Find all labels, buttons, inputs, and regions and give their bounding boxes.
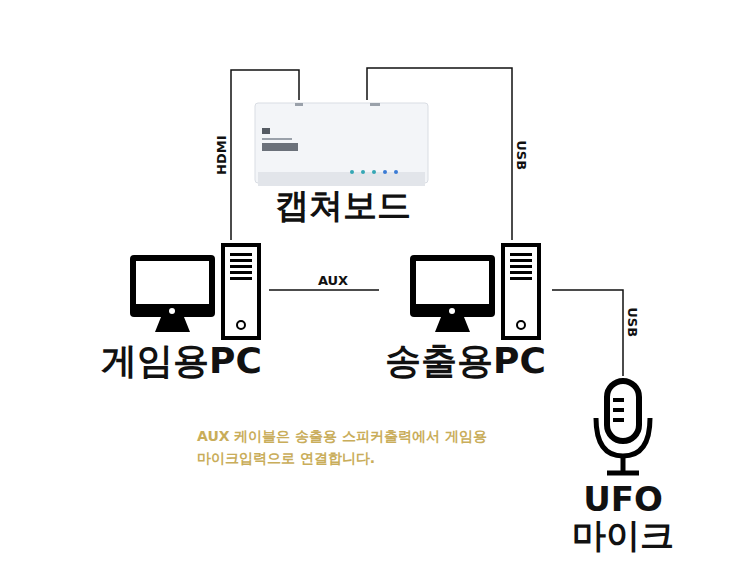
note-text: AUX 케이블은 송출용 스피커출력에서 게임용 마이크입력으로 연결합니다.: [197, 425, 497, 470]
cable-label: AUX: [316, 274, 350, 288]
cable-label: HDMI: [215, 133, 229, 176]
stream-pc-icon: [410, 243, 541, 340]
microphone-icon: [596, 381, 650, 473]
node-label: UFO 마이크: [568, 482, 678, 553]
node-label: 송출용PC: [379, 342, 552, 380]
capture-board-device: [255, 103, 428, 186]
game-pc: 게임용PC: [94, 240, 269, 380]
cable-line: [269, 289, 379, 291]
cable-line: [552, 290, 623, 376]
ufo-microphone: UFO 마이크: [568, 376, 678, 558]
stream-pc: 송출용PC: [379, 240, 552, 380]
capture-board: 캡쳐보드: [251, 100, 434, 228]
cable-label: USB: [514, 138, 528, 172]
cable-label: USB: [625, 305, 639, 339]
node-label: 캡쳐보드: [251, 188, 434, 224]
game-pc-icon: [130, 243, 261, 340]
node-label: 게임용PC: [94, 342, 269, 380]
